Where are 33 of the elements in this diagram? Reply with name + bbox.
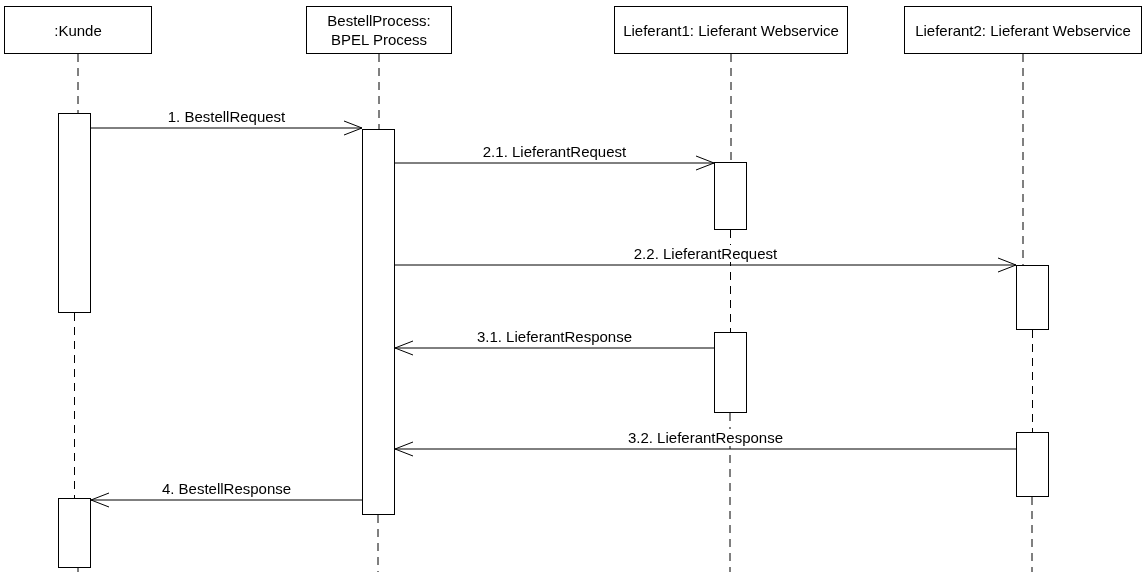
lifeline <box>77 53 79 114</box>
message-arrow <box>394 257 1017 273</box>
lifeline <box>74 312 75 499</box>
participant-box <box>614 6 848 54</box>
message-arrow <box>90 492 363 508</box>
participant-name: :Kunde <box>54 20 102 40</box>
activation-bar <box>58 498 91 568</box>
participant-box <box>4 6 152 54</box>
activation-bar <box>58 113 91 313</box>
message-arrow <box>90 120 363 136</box>
activation-bar <box>714 162 747 230</box>
lifeline <box>1032 329 1033 433</box>
participant-name: Lieferant2: Lieferant Webservice <box>915 20 1131 40</box>
message-arrow <box>394 155 715 171</box>
participant-box <box>306 6 452 54</box>
lifeline <box>378 53 380 130</box>
message-arrow <box>394 441 1017 457</box>
edge-label: 3.1. LieferantResponse <box>474 328 635 345</box>
edge-label: 2.1. LieferantRequest <box>480 143 629 160</box>
lifeline <box>730 229 731 333</box>
activation-bar <box>1016 265 1049 330</box>
participant-name: BestellProcess: BPEL Process <box>326 11 432 49</box>
edge-label: 2.2. LieferantRequest <box>631 245 780 262</box>
message-arrow <box>394 340 715 356</box>
edge-label: 3.2. LieferantResponse <box>625 429 786 446</box>
participant-box <box>904 6 1142 54</box>
activation-bar <box>362 129 395 515</box>
lifeline <box>730 53 732 163</box>
edge-label: 4. BestellResponse <box>159 480 294 497</box>
participant-name: Lieferant1: Lieferant Webservice <box>623 20 839 40</box>
activation-bar <box>1016 432 1049 497</box>
edge-label: 1. BestellRequest <box>165 108 288 125</box>
activation-bar <box>714 332 747 413</box>
